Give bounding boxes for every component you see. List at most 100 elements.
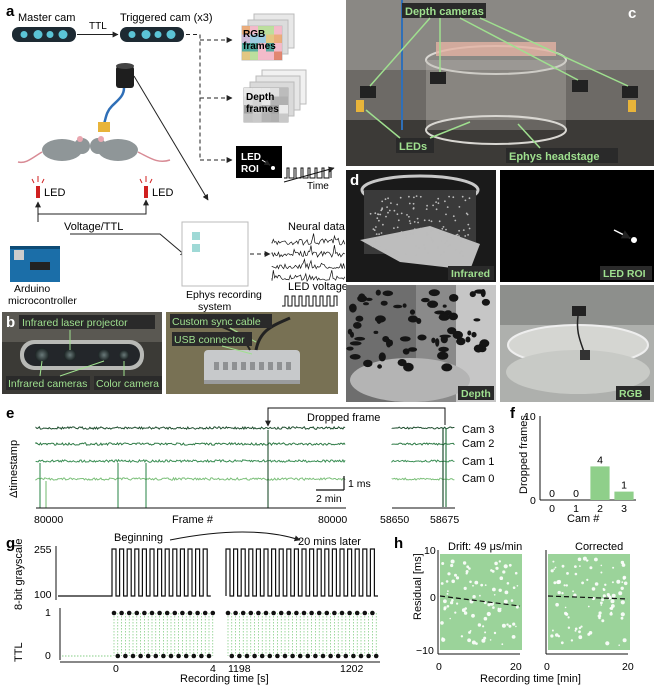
ephys-headstage-pointer [517,123,541,149]
h-scatter-gap [553,568,555,570]
h-scatter-gap [515,625,517,628]
h-scatter-gap [574,629,577,632]
depth-hole [354,336,366,341]
beginning-label: Beginning [114,532,163,544]
h-scatter-gap [493,594,496,596]
h-scatter-gap [611,581,614,584]
ir-speck [406,214,408,216]
triggered-camera [120,27,184,42]
h-scatter-gap [611,604,615,608]
ttl-dot [305,653,311,659]
ir-speck [461,237,464,240]
panel-h-xtick-0-left: 0 [436,661,442,673]
h-scatter-gap [501,623,506,628]
panel-f-ylabel: Dropped frames [518,415,530,494]
depth-hole [347,328,353,335]
depth-pixel [270,113,280,122]
ttl-dot [328,653,333,659]
f-xtick-3: 3 [621,503,627,515]
depth-cameras-tag [402,3,486,18]
ttl-dot [358,653,364,659]
depth-hole [403,362,414,372]
ttl-dot [180,610,185,616]
h-scatter-gap [440,621,444,625]
ir-speck [393,209,396,212]
led-roi-image-label: LED ROI [603,268,646,280]
ir-speck [419,195,422,198]
ir-speck [427,252,430,255]
color-camera-tag [94,376,162,390]
panel-h-xlabel: Recording time [min] [480,673,581,685]
ir-speck [446,235,448,238]
depth-hole [375,289,381,296]
panel-g-xtick-4: 4 [210,663,216,675]
h-scatter-gap [451,579,456,584]
rgb-frames-label-1: RGB [243,29,265,40]
cam1-label: Cam 1 [462,456,494,468]
depth-hole [407,315,419,323]
ttl-dot [320,653,326,659]
ir-speck [413,221,416,223]
h-scatter-gap [609,612,613,616]
rgb-pixel [266,43,274,52]
h-scatter-gap [574,572,578,576]
ir-cameras-pointer-2 [59,360,105,377]
h-scatter-gap [567,626,571,629]
depth-hole [346,346,354,351]
h-scatter-gap [462,561,467,565]
depth-pixel [279,105,288,114]
ir-speck [390,202,392,205]
photo-arena-setup [346,0,654,166]
ir-speck [409,222,412,225]
depth-hole [382,290,394,297]
panel-e-x-start: 80000 [34,514,63,526]
depth-pixel [270,88,280,97]
h-scatter-gap [582,556,587,561]
h-scatter-gap [561,564,565,568]
ttl-dot [267,653,273,659]
depth-holes [346,289,490,372]
ttl-dot [199,653,204,659]
neural-trace [271,258,346,270]
ttl-dot [347,610,352,616]
rgb-pixel [258,34,266,43]
depth-hole [471,331,477,338]
depth-hole [358,293,366,303]
ttl-dot [275,653,280,659]
rgb-pixel [274,34,282,43]
vent-slot [259,362,264,370]
ir-speck [430,238,433,241]
h-scatter-gap [600,564,603,567]
ir-speck [396,203,399,206]
cable-to-ephys [133,75,209,201]
depth-pixel [252,113,262,122]
ttl-dot [138,653,143,659]
vent-slot [268,362,273,370]
depth-hole [365,297,373,301]
h-scatter-gap [609,607,612,610]
depth-hole [440,335,448,344]
h-scatter-gap [469,630,472,632]
h-scatter-gap [454,573,457,577]
ir-speck [458,206,461,208]
cam0-label: Cam 0 [462,473,494,485]
depth-frames-label-2: frames [246,104,279,115]
depth-hole [380,300,388,306]
h-scatter-gap [618,591,623,596]
ir-speck [374,240,377,243]
ephys-indicator-1 [192,232,200,240]
trace-cam-2 [35,441,346,447]
ir-speck [464,235,467,237]
panel-e-xlabel: Frame # [172,514,214,526]
ir-speck [458,251,461,254]
h-scatter-gap [550,634,554,638]
panel-h-ytick-neg10: −10 [416,645,434,657]
depth-pixel [261,96,271,105]
ir-speck [445,228,447,231]
arduino-label-2: microcontroller [8,295,77,307]
ttl-dot [142,610,147,616]
later-label: 20 mins later [298,536,361,548]
depth-pixel [261,113,271,122]
depth-hole [465,336,471,343]
h-scatter-gap [597,614,602,618]
